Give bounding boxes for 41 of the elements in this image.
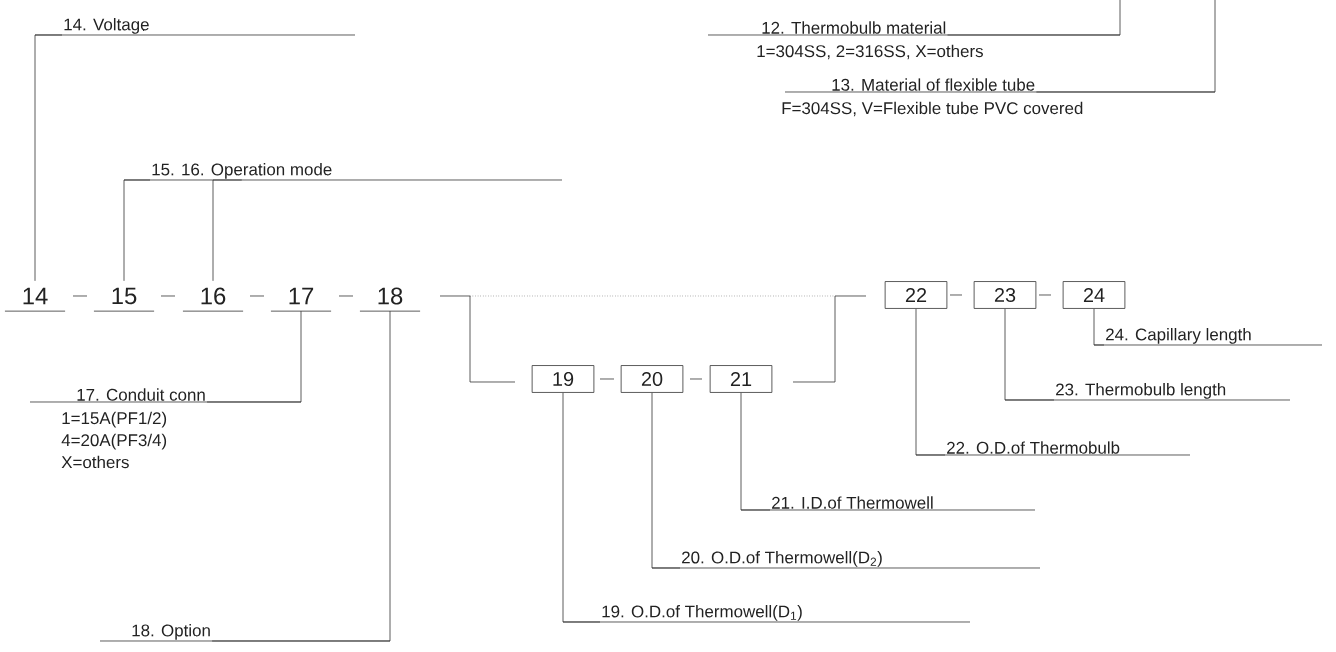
callout-label: 18. Option	[99, 624, 391, 642]
callout-label: 21. I.D.of Thermowell	[740, 496, 1036, 511]
leader-line	[206, 310, 302, 403]
option-text: 1=304SS, 2=316SS, X=others	[757, 44, 983, 60]
leader-line	[1004, 308, 1055, 401]
code-box: 24	[1062, 281, 1126, 309]
code-box: 21	[709, 365, 773, 393]
leader-line	[1093, 308, 1105, 346]
callout-label: 12. Thermobulb material	[707, 21, 1121, 36]
callout-label: 23. Thermobulb length	[1004, 383, 1291, 401]
callout-label: 13. Material of flexible tube	[784, 78, 1216, 93]
callout-label: 14. Voltage	[34, 18, 356, 36]
callout-label: 20. O.D.of Thermowell(D$_{2}$)	[651, 551, 1041, 569]
option-text: 1=15A(PF1/2)	[62, 411, 167, 428]
code-field: 16	[182, 287, 244, 312]
code-field: 18	[359, 287, 421, 312]
leader-line	[34, 34, 63, 282]
option-text: X=others	[61, 455, 129, 469]
leader-line	[947, 0, 1121, 36]
callout-label: 22. O.D.of Thermobulb	[915, 441, 1191, 456]
code-box: 22	[884, 281, 948, 309]
leader-line	[123, 179, 151, 282]
code-field: 15	[93, 287, 155, 312]
code-field: 17	[270, 287, 332, 312]
leader-line	[651, 392, 681, 569]
callout-label: 17. Conduit conn	[29, 388, 302, 403]
code-box: 19	[531, 365, 595, 393]
option-text: 4=20A(PF3/4)	[61, 433, 167, 450]
callout-label: 19. O.D.of Thermowell(D$_{1}$)	[562, 605, 971, 623]
leader-line	[562, 392, 601, 623]
option-text: F=304SS, V=Flexible tube PVC covered	[782, 101, 1083, 117]
callout-label: 24. Capillary length	[1093, 328, 1323, 346]
code-field: 14	[4, 287, 66, 312]
code-box: 20	[620, 365, 684, 393]
leader-line	[1036, 0, 1216, 93]
leader-line	[211, 310, 391, 642]
leader-line	[915, 308, 946, 456]
code-box: 23	[973, 281, 1037, 309]
leader-line	[740, 392, 771, 511]
callout-label: 15. 16. Operation mode	[123, 163, 563, 181]
leader-line	[212, 179, 243, 282]
